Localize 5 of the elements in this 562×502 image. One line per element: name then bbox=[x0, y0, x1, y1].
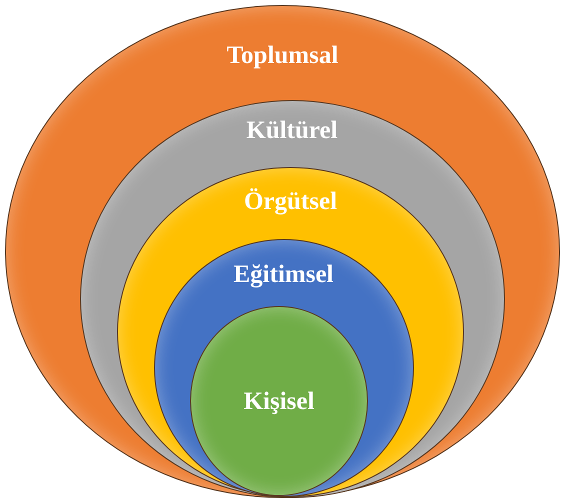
circle-label: Kültürel bbox=[245, 116, 339, 146]
circle-label: Toplumsal bbox=[226, 41, 340, 71]
circle-label: Örgütsel bbox=[242, 187, 338, 217]
circle-label: Eğitimsel bbox=[232, 260, 334, 290]
circle-label: Kişisel bbox=[242, 387, 316, 417]
